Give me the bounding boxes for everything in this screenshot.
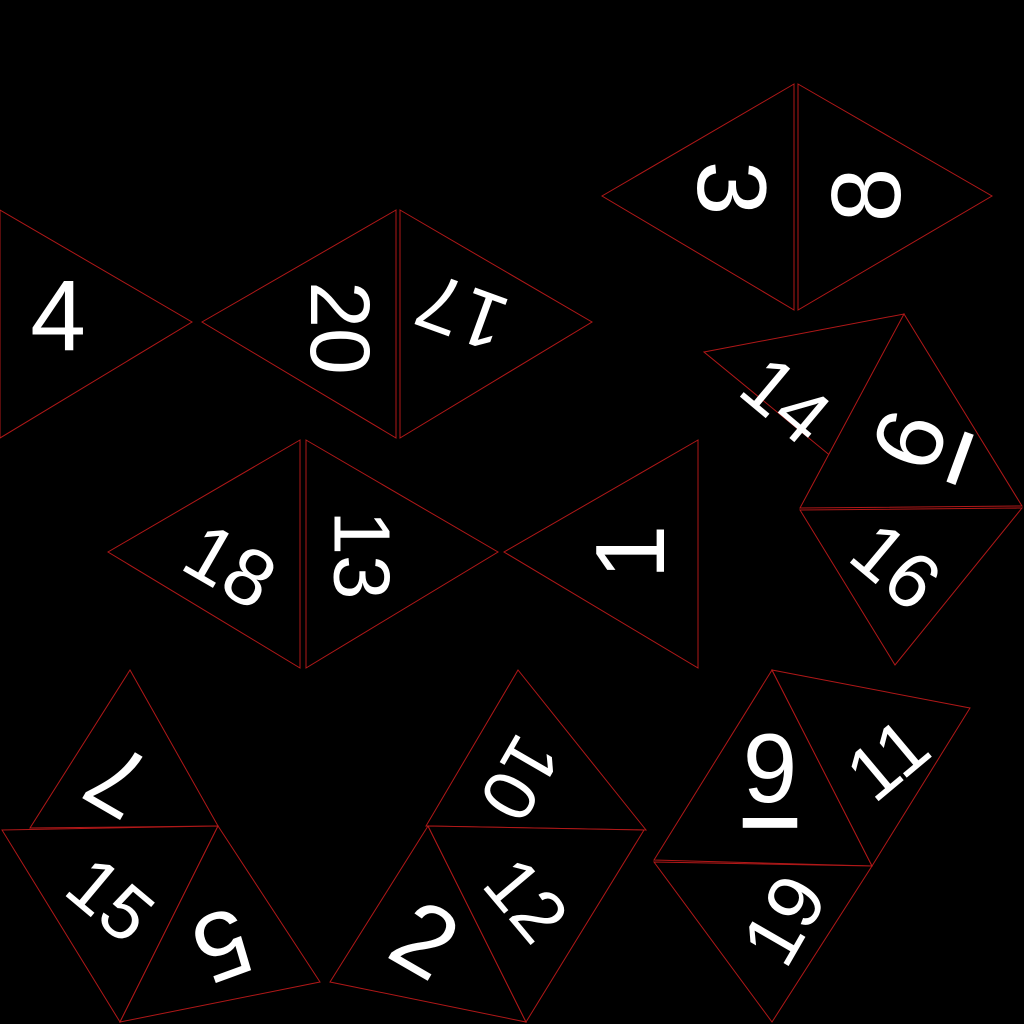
- die-face-8: 8: [797, 83, 993, 311]
- face-triangle: [201, 209, 397, 439]
- die-face-13: 13: [305, 439, 499, 669]
- die-face-4: 4: [0, 209, 193, 439]
- face-triangle: [119, 824, 321, 1023]
- die-face-6: 6: [799, 312, 1023, 509]
- die-face-1: 1: [503, 439, 699, 669]
- face-triangle: [305, 439, 499, 669]
- face-number: 1: [575, 525, 685, 580]
- face-triangle: [29, 669, 219, 829]
- face-triangle: [601, 83, 795, 311]
- face-triangle: [771, 669, 971, 868]
- face-triangle: [799, 312, 1023, 509]
- die-face-2: 2: [329, 824, 527, 1023]
- face-triangle: [0, 209, 193, 439]
- face-number: 3: [677, 161, 787, 216]
- face-triangle: [652, 861, 873, 1023]
- die-face-20: 20: [201, 209, 397, 439]
- die-face-5: 5: [119, 824, 321, 1023]
- die-face-17: 17: [399, 209, 593, 439]
- die-face-9: 9: [653, 668, 873, 867]
- die-face-12: 12: [427, 825, 645, 1024]
- face-triangle: [399, 209, 593, 439]
- face-number: 20: [293, 281, 387, 374]
- face-triangle: [799, 507, 1024, 666]
- die-face-15: 15: [1, 825, 219, 1024]
- face-number: 13: [318, 511, 407, 600]
- face-number: 9: [743, 713, 798, 823]
- die-face-3: 3: [601, 83, 795, 311]
- face-triangle: [797, 83, 993, 311]
- face-number: 8: [811, 168, 921, 223]
- face-number: 4: [30, 260, 86, 372]
- face-triangle: [427, 825, 645, 1024]
- face-triangle: [107, 439, 301, 669]
- face-triangle: [503, 439, 699, 669]
